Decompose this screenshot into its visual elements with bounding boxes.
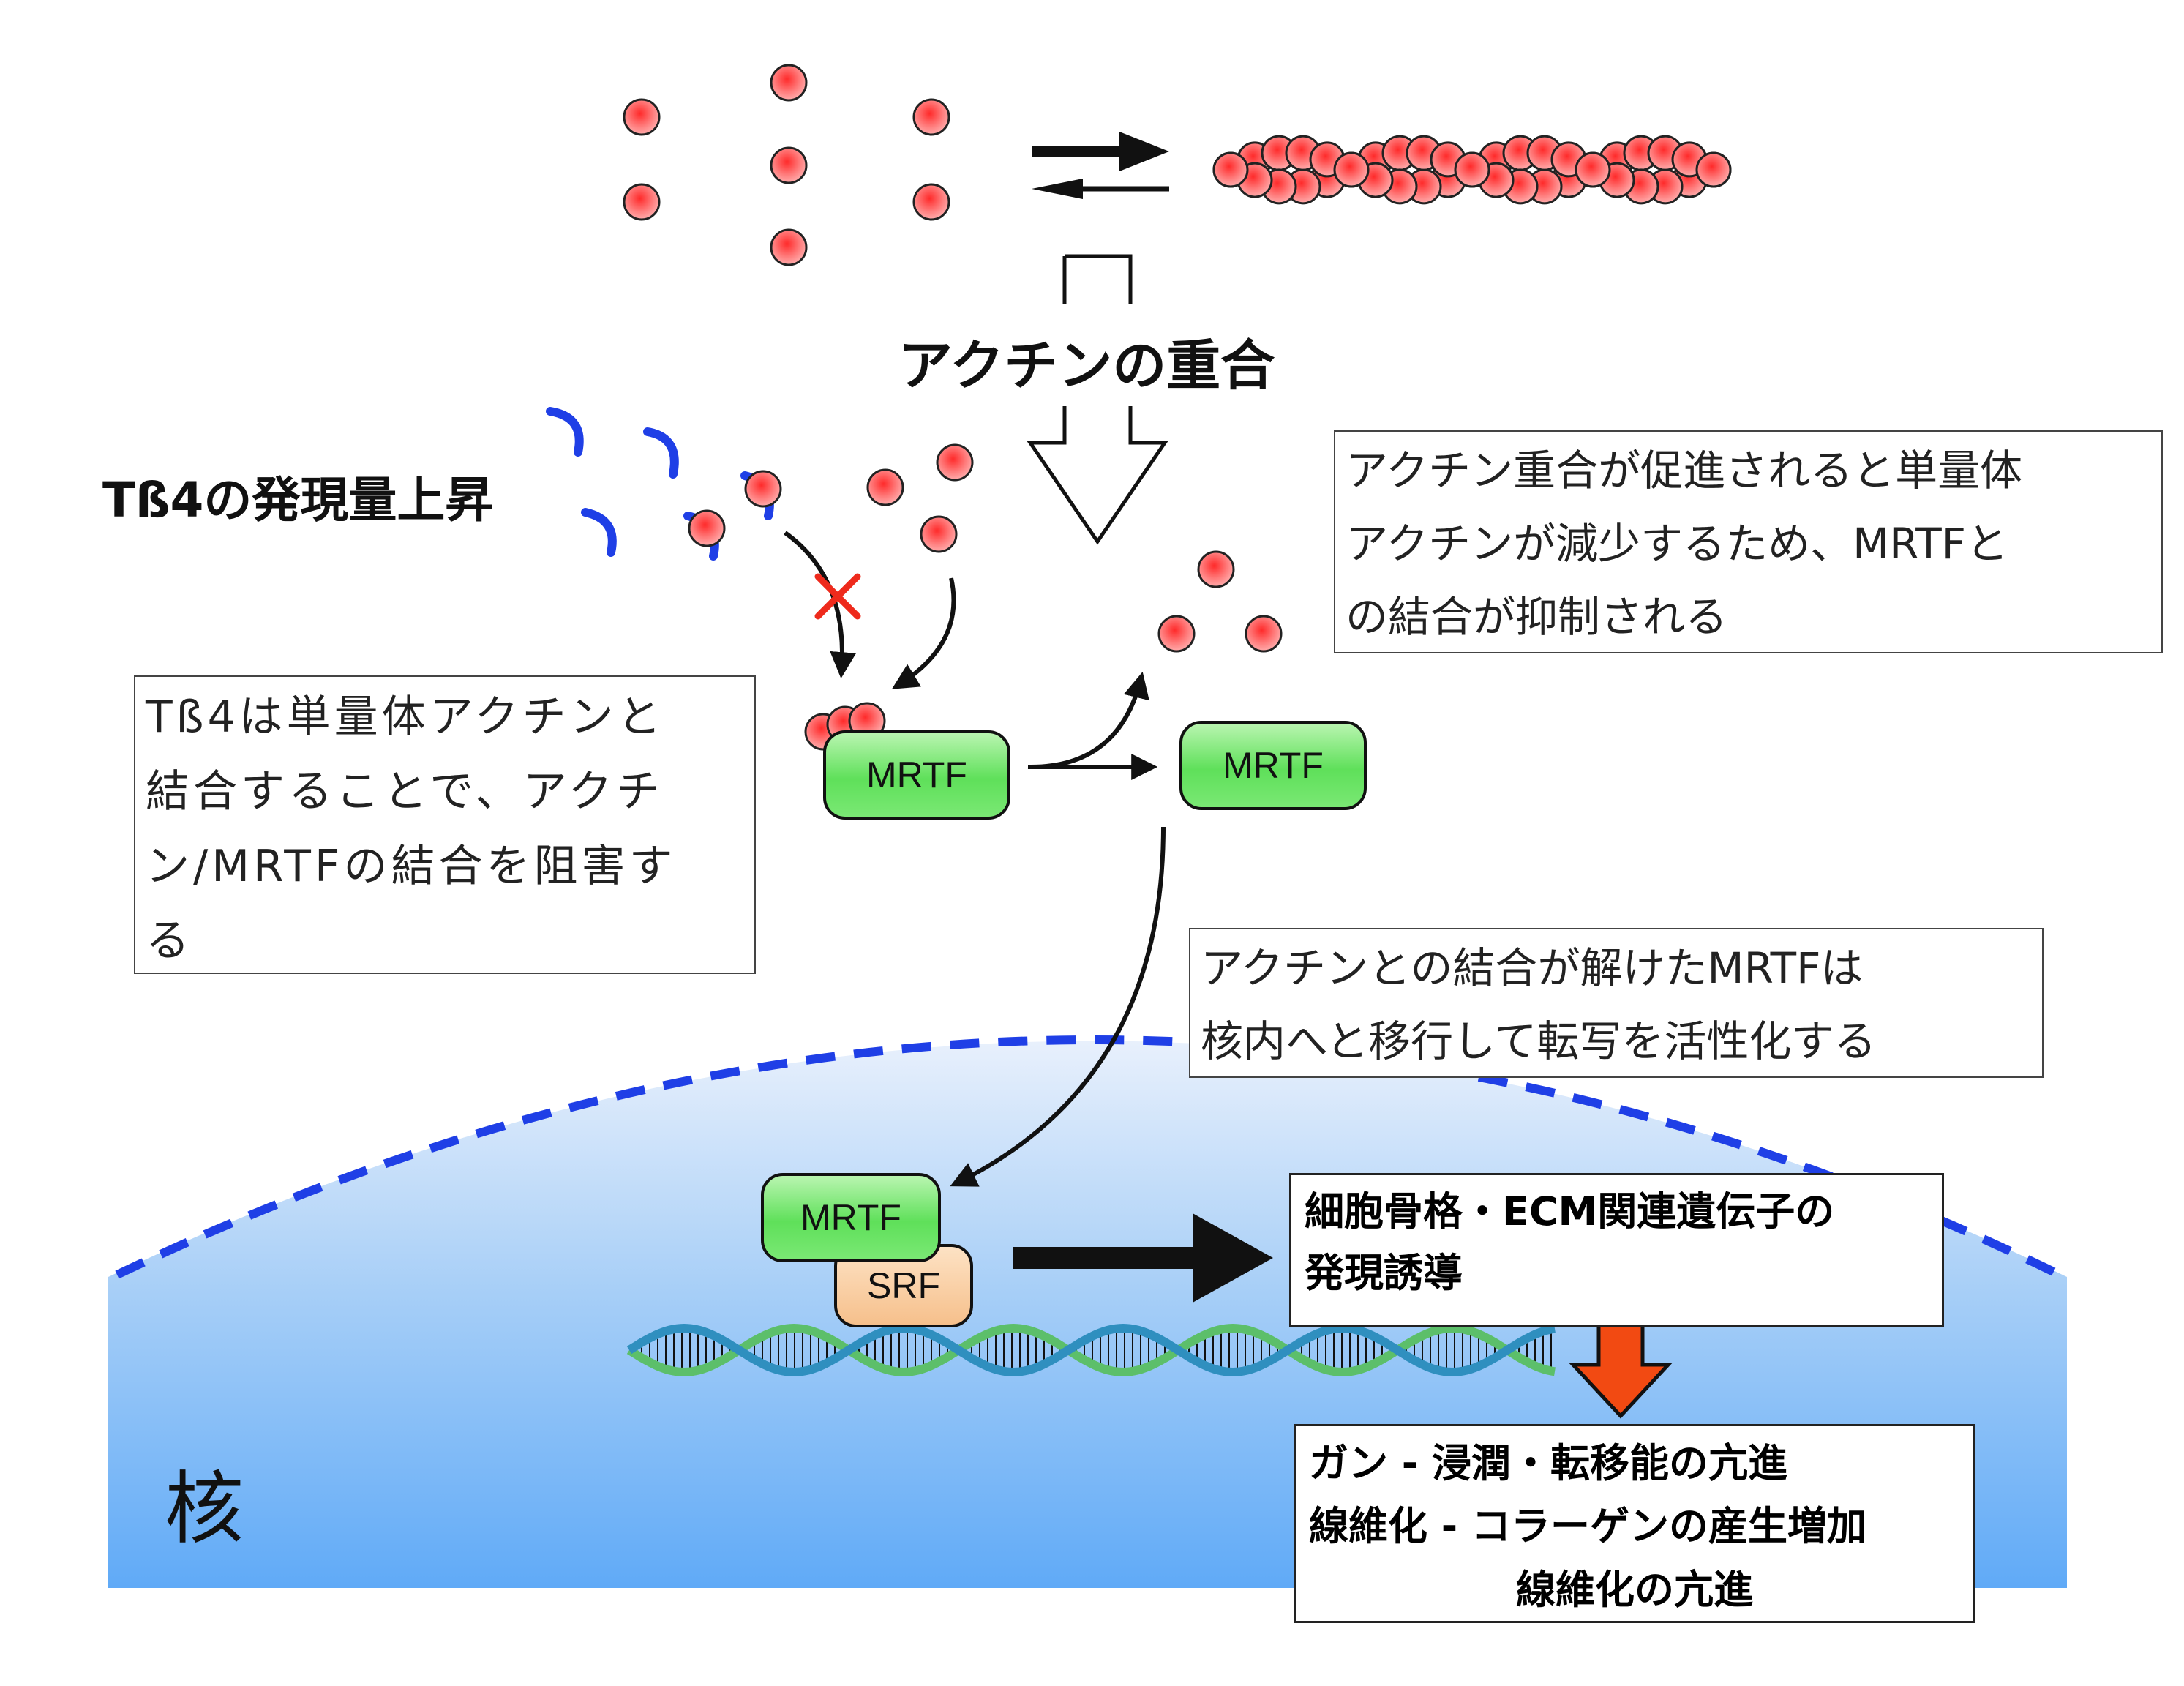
equilibrium-arrows-icon — [1032, 132, 1169, 199]
outcome-line: 線維化の亢進 — [1516, 1566, 1753, 1613]
mrtf-nuclear: MRTF — [761, 1173, 941, 1262]
dna-helix — [626, 1323, 1556, 1377]
outcome-line: ガン - 浸潤・転移能の亢進 — [1309, 1440, 1788, 1486]
translocation-description-box: アクチンとの結合が解けたMRTFは 核内へと移行して転写を活性化する — [1189, 928, 2044, 1078]
actin-monomers-released — [1157, 550, 1283, 653]
mrtf-free: MRTF — [1179, 721, 1367, 810]
polymerization-description-box: アクチン重合が促進されると単量体 アクチンが減少するため、MRTFと の結合が抑… — [1334, 430, 2163, 653]
mrtf-actin-bound: MRTF — [823, 730, 1010, 820]
tb4-description-line: ン/MRTFの結合を阻害す — [146, 841, 677, 892]
cross-icon — [814, 573, 861, 620]
polymerization-arrow — [1027, 254, 1168, 545]
gene-induction-line: 細胞骨格・ECM関連遺伝子の — [1305, 1188, 1835, 1234]
actin-bead — [1333, 151, 1370, 188]
gene-induction-box: 細胞骨格・ECM関連遺伝子の 発現誘導 — [1289, 1173, 1944, 1327]
tb4-description-box: Tß4は単量体アクチンと 結合することで、アクチ ン/MRTFの結合を阻害す る — [134, 675, 756, 974]
actin-bead — [1212, 151, 1249, 188]
dna-strand-b — [626, 1323, 1556, 1377]
polymerization-description-line: の結合が抑制される — [1346, 591, 1728, 642]
actin-filament — [1212, 135, 1732, 205]
outcome-line: 線維化 - コラーゲンの産生増加 — [1309, 1503, 1867, 1550]
polymerization-description-line: アクチンが減少するため、MRTFと — [1346, 518, 2009, 569]
translocation-description-line: アクチンとの結合が解けたMRTFは — [1201, 943, 1864, 993]
tb4-description-line: Tß4は単量体アクチンと — [146, 692, 665, 743]
tb4-molecules — [546, 407, 774, 561]
actin-release-arrow — [1027, 671, 1149, 770]
nucleus-label: 核 — [165, 1464, 244, 1555]
tb4-description-line: 結合することで、アクチ — [146, 766, 664, 817]
actin-bead — [1575, 151, 1611, 188]
actin-monomers-middle — [688, 443, 974, 553]
free-actin-monomers — [623, 64, 950, 266]
nuclear-envelope — [115, 1035, 2062, 1279]
tb4-description-line: る — [146, 915, 193, 967]
tb4-increase-label: Tß4の発現量上昇 — [102, 472, 494, 528]
outcome-box: ガン - 浸潤・転移能の亢進 線維化 - コラーゲンの産生増加 線維化の亢進 — [1294, 1424, 1975, 1623]
outcome-arrow — [1569, 1322, 1673, 1419]
translocation-description-line: 核内へと移行して転写を活性化する — [1201, 1016, 1877, 1066]
induction-arrow — [1013, 1213, 1273, 1303]
gene-induction-line: 発現誘導 — [1305, 1249, 1463, 1296]
actin-binding-arrow — [891, 577, 956, 689]
actin-bead — [1695, 151, 1732, 188]
polymerization-label: アクチンの重合 — [898, 334, 1275, 397]
actin-bead — [1454, 151, 1490, 188]
polymerization-description-line: アクチン重合が促進されると単量体 — [1346, 446, 2023, 495]
translocation-arrow — [950, 826, 1166, 1187]
